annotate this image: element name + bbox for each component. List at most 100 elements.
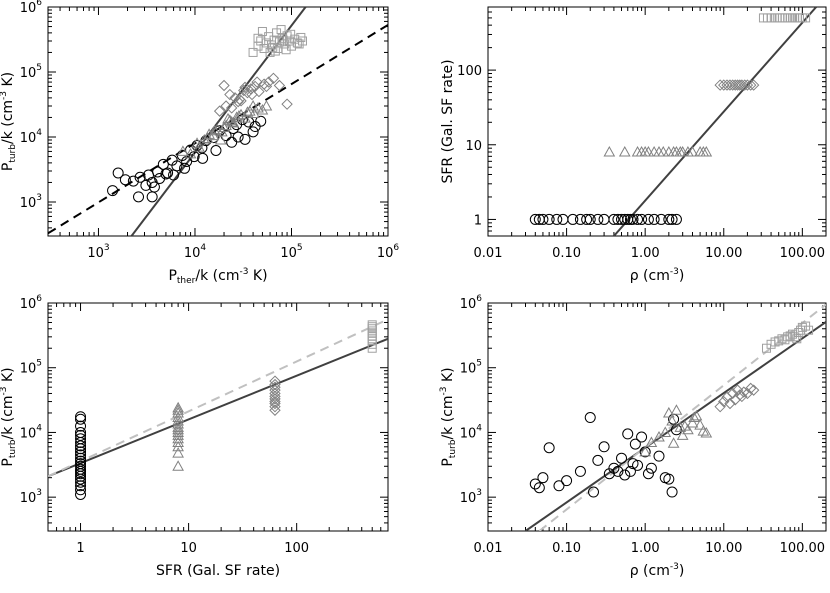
diamond-point	[218, 79, 230, 92]
triangle-point	[700, 426, 713, 438]
circle-point	[529, 478, 541, 490]
circle-point	[160, 168, 172, 180]
triangle-point	[225, 115, 238, 127]
diamond-point	[747, 384, 760, 396]
circle-point	[179, 162, 191, 174]
triangle-point	[177, 145, 189, 156]
circle-point	[642, 213, 654, 225]
circle-point	[622, 428, 634, 440]
triangle-point	[208, 124, 221, 136]
dashed-fit-line	[48, 318, 388, 478]
x-tick-label: 1.00	[631, 246, 660, 261]
y-tick-label: 100	[457, 64, 482, 79]
y-tick-label: 106	[460, 294, 483, 312]
triangle-point	[227, 116, 240, 128]
circle-point	[655, 213, 667, 225]
circle-point	[537, 213, 549, 225]
circle-point	[574, 213, 586, 225]
square-point	[253, 33, 263, 43]
diamond-point	[262, 76, 275, 88]
circle-point	[162, 167, 174, 179]
diamond-point	[246, 88, 258, 101]
triangle-point	[667, 437, 680, 448]
x-tick-label: 103	[87, 243, 109, 261]
circle-point	[226, 136, 238, 148]
circle-point	[232, 131, 244, 143]
circle-point	[133, 191, 145, 203]
y-tick-label: 1	[474, 213, 482, 228]
triangle-point	[172, 417, 184, 429]
square-point	[778, 13, 788, 23]
dashed-fit-line	[48, 24, 388, 235]
triangle-point	[247, 99, 259, 111]
diamond-point	[249, 80, 261, 93]
circle-point	[629, 438, 641, 450]
triangle-point	[686, 416, 699, 428]
triangle-point	[690, 409, 703, 421]
solid-fit-line	[48, 337, 388, 478]
triangle-point	[686, 145, 699, 157]
circle-point	[592, 213, 604, 225]
triangle-point	[172, 447, 184, 458]
square-point	[277, 33, 287, 43]
triangle-point	[260, 99, 273, 111]
circle-point	[119, 174, 131, 186]
y-axis-title: Pturb/k (cm-3 K)	[0, 367, 18, 466]
triangle-point	[248, 107, 260, 118]
y-tick-label: 10	[465, 139, 482, 154]
square-point	[278, 35, 288, 45]
diamond-point	[224, 88, 236, 101]
circle-point	[608, 462, 620, 474]
circle-point	[75, 458, 87, 470]
x-tick-label: 104	[184, 243, 207, 261]
square-point	[294, 39, 304, 49]
y-tick-label: 105	[460, 359, 482, 377]
diamond-point	[714, 79, 726, 91]
triangle-point	[172, 401, 184, 413]
y-axis-title: SFR (Gal. SF rate)	[440, 59, 456, 183]
circle-point	[75, 429, 87, 441]
circle-point	[75, 413, 87, 425]
triangle-point	[172, 436, 184, 447]
triangle-point	[191, 137, 203, 148]
triangle-point	[688, 411, 700, 423]
triangle-point	[198, 133, 211, 145]
circle-point	[612, 465, 624, 477]
square-point	[774, 336, 784, 346]
diamond-point	[260, 80, 273, 93]
triangle-point	[618, 145, 631, 157]
x-tick-label: 100.00	[780, 246, 826, 261]
circle-point	[624, 213, 636, 225]
triangle-point	[243, 105, 256, 116]
diamond-point	[269, 393, 281, 405]
square-point	[785, 331, 795, 341]
diamond-point	[724, 397, 736, 410]
circle-point	[574, 465, 586, 477]
plot-frame	[47, 6, 389, 237]
x-tick-label: 0.10	[552, 541, 581, 556]
circle-point	[584, 213, 596, 225]
circle-point	[666, 213, 678, 225]
x-tick-label: 105	[280, 243, 302, 261]
diamond-point	[251, 76, 263, 88]
triangle-point	[172, 426, 184, 437]
x-tick-label: 10.00	[705, 246, 742, 261]
circle-point	[632, 213, 644, 225]
triangle-point	[645, 436, 658, 447]
circle-point	[146, 191, 158, 203]
solid-fit-line	[613, 7, 817, 236]
circle-point	[168, 169, 180, 181]
triangle-point	[220, 119, 232, 131]
x-tick-label: 0.01	[474, 541, 503, 556]
square-point	[286, 29, 296, 39]
square-point	[281, 45, 291, 55]
diamond-point	[225, 102, 238, 114]
x-tick-label: 10	[180, 541, 197, 556]
triangle-point	[172, 432, 184, 444]
circle-point	[75, 411, 87, 423]
triangle-point	[230, 111, 243, 122]
circle-point	[645, 462, 657, 474]
triangle-point	[670, 404, 683, 415]
y-tick-label: 103	[20, 488, 42, 506]
